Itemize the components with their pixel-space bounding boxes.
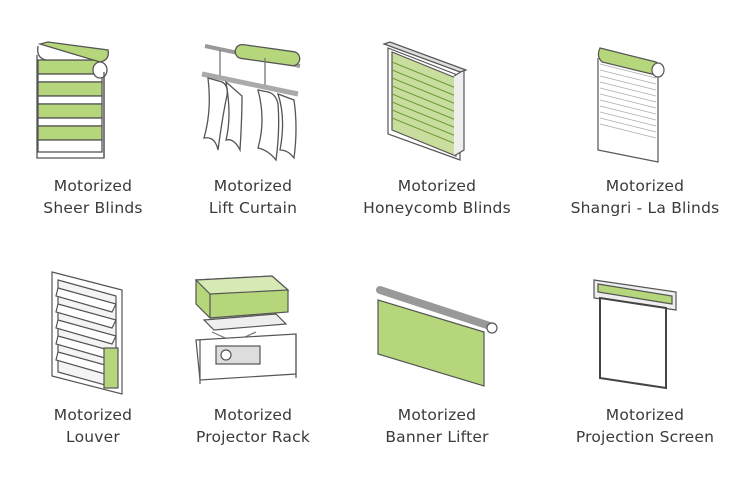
product-title-line2: Louver [66,428,120,446]
product-title-line2: Lift Curtain [208,199,298,217]
product-title-line1: Motorized [53,406,133,424]
product-title-line1: Motorized [213,177,293,195]
honeycomb-blinds-icon [382,41,468,161]
product-title-line2: Honeycomb Blinds [363,199,511,217]
product-title-line1: Motorized [213,406,293,424]
product-title-line2: Banner Lifter [385,428,489,446]
shangri-la-blinds-icon [597,47,665,163]
product-title-line1: Motorized [605,177,685,195]
lift-curtain-icon [201,43,301,162]
projector-rack-icon [194,275,297,384]
product-title-line1: Motorized [397,177,477,195]
product-title-line1: Motorized [397,406,477,424]
projection-screen-icon [593,279,677,390]
sheer-blinds-icon [36,41,109,159]
louver-icon [51,271,123,395]
product-title-line2: Projection Screen [575,428,715,446]
product-title-line2: Projector Rack [195,428,311,446]
product-title-line1: Motorized [605,406,685,424]
product-title-line2: Shangri - La Blinds [570,199,720,217]
product-title-line1: Motorized [53,177,133,195]
banner-lifter-icon [376,286,498,387]
product-title-line2: Sheer Blinds [43,199,143,217]
